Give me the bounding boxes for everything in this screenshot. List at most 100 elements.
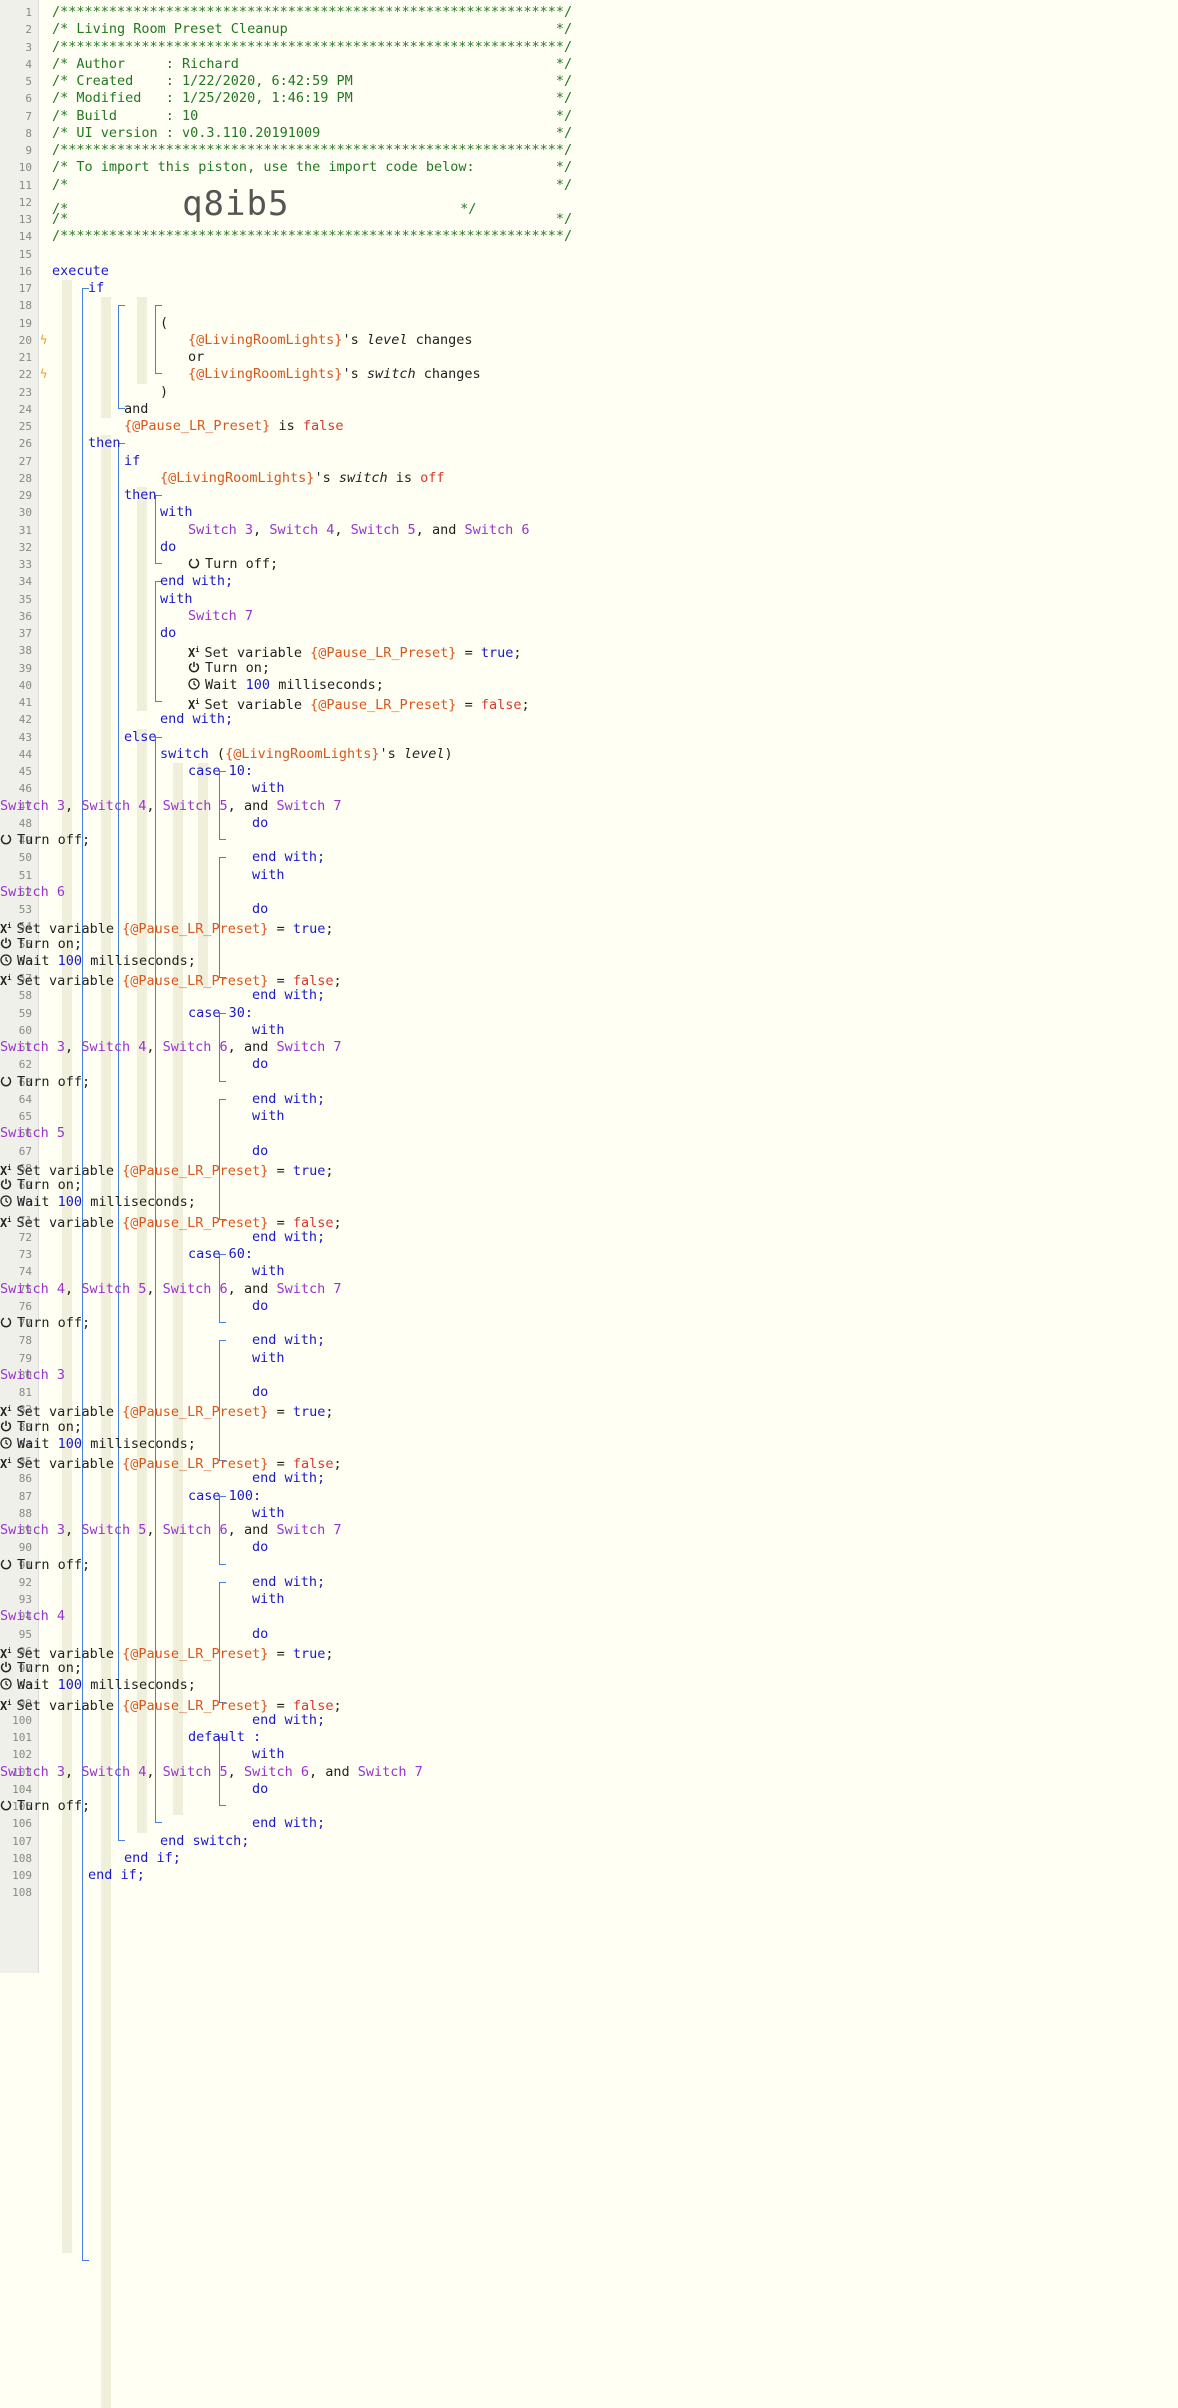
- token-text-and_word: and: [243, 1280, 269, 1297]
- power-on-icon: [0, 937, 12, 949]
- token-attributes-switch: switch: [338, 469, 388, 486]
- token-header_lines-7: /* UI version : v0.3.110.20191009 */: [52, 124, 573, 141]
- token-variables-pause: {@Pause_LR_Preset}: [122, 1214, 269, 1231]
- line-number: 100: [12, 1713, 32, 1727]
- code-line: 10 /* To import this piston, use the impo…: [0, 159, 1178, 176]
- token-keywords-do: do: [160, 625, 177, 641]
- token-keywords-paren_open: (: [216, 745, 226, 762]
- token-text-turn_off: Turn off;: [17, 1798, 91, 1814]
- line-number: 25: [18, 420, 32, 433]
- token-text-comma: ,: [65, 1039, 74, 1055]
- token-then_off_devices-0: Switch 3: [188, 521, 254, 538]
- token-text-set_variable: Set variable: [16, 1456, 114, 1472]
- token-keywords-with: with: [252, 1021, 285, 1038]
- token-text-set_variable: Set variable: [204, 697, 302, 713]
- power-off-icon: [0, 1075, 12, 1087]
- token-cases-0-off_devices-1: Switch 4: [81, 797, 147, 814]
- line-number: 10: [18, 161, 32, 175]
- line-number: 44: [18, 747, 32, 761]
- token-header_lines-5: /* Modified : 1/25/2020, 1:46:19 PM */: [52, 90, 573, 107]
- line-number: 74: [18, 1265, 32, 1279]
- line-number: 57: [18, 972, 32, 985]
- token-attributes-switch: switch: [366, 366, 416, 383]
- code-line-content: with: [160, 504, 193, 521]
- code-line-content: Wait 100 milliseconds;: [0, 1677, 196, 1694]
- token-variables-pause: {@Pause_LR_Preset}: [122, 1645, 269, 1662]
- line-number: 36: [18, 609, 32, 623]
- line-number: 56: [18, 954, 32, 968]
- token-keywords-end_if: end if;: [124, 1849, 181, 1866]
- code-line-content: end if;: [124, 1850, 181, 1867]
- block-bracket: [219, 1581, 226, 1703]
- token-values-true: true: [292, 1404, 326, 1421]
- token-cases-2-off_devices-0: Switch 4: [0, 1280, 66, 1297]
- token-cases-3-label: case 100:: [188, 1487, 262, 1504]
- token-text-eq: =: [276, 973, 285, 989]
- token-keywords-if: if: [124, 452, 141, 469]
- token-default_devices-4: Switch 7: [357, 1763, 423, 1780]
- indent-guide: [173, 763, 183, 1816]
- token-then_off_devices-2: Switch 5: [350, 521, 416, 538]
- code-line-content: /***************************************…: [52, 142, 572, 159]
- code-line-content: end with;: [252, 1574, 325, 1591]
- line-number: 30: [18, 506, 32, 520]
- token-default_devices-3: Switch 6: [243, 1763, 309, 1780]
- token-text-comma: ,: [146, 1039, 155, 1055]
- token-header_lines-2: /***************************************…: [52, 38, 573, 55]
- token-values-true: true: [292, 1645, 326, 1662]
- token-keywords-do: do: [252, 1625, 269, 1642]
- token-cases-1-off_devices-2: Switch 6: [162, 1039, 228, 1055]
- code-line: 14/*************************************…: [0, 228, 1178, 245]
- token-keywords-with: with: [252, 1108, 285, 1124]
- line-number: 19: [18, 316, 32, 330]
- token-text-turn_off: Turn off;: [17, 1315, 91, 1331]
- token-values-false: false: [292, 1456, 334, 1472]
- token-keywords-do: do: [252, 1056, 269, 1073]
- token-cases-3-on_device: Switch 4: [0, 1608, 66, 1625]
- line-number: 105: [12, 1800, 32, 1813]
- line-number: 72: [18, 1230, 32, 1244]
- line-number: 49: [18, 834, 32, 847]
- token-attributes-level: level: [366, 331, 408, 348]
- line-number: 8: [25, 126, 32, 140]
- token-text-semicolon: ;: [325, 1645, 334, 1662]
- token-cases-2-off_devices-2: Switch 6: [162, 1280, 228, 1297]
- code-line-content: /* q8ib5 */: [52, 187, 476, 221]
- code-line-content: do: [252, 1298, 268, 1315]
- code-line-content: Wait 100 milliseconds;: [0, 953, 196, 970]
- code-line-content: /* UI version : v0.3.110.20191009 */: [52, 125, 572, 142]
- line-number: 23: [18, 385, 32, 399]
- token-keywords-with: with: [252, 866, 285, 883]
- token-keywords-else: else: [124, 728, 157, 745]
- code-line-content: ): [160, 384, 168, 401]
- line-number: 43: [18, 730, 32, 744]
- token-text-semicolon: ;: [333, 973, 342, 989]
- line-number: 21: [18, 351, 32, 364]
- token-header_lines-9: /* To import this piston, use the import…: [52, 159, 573, 176]
- token-text-eq: =: [464, 697, 473, 713]
- code-line: 8 /* UI version : v0.3.110.20191009 */: [0, 125, 1178, 142]
- token-text-eq: =: [276, 1214, 285, 1231]
- line-number: 81: [18, 1386, 32, 1399]
- code-line-content: Wait 100 milliseconds;: [0, 1194, 196, 1211]
- token-text-set_variable: Set variable: [16, 1162, 114, 1179]
- block-bracket: [219, 1495, 226, 1565]
- token-keywords-do: do: [252, 1539, 269, 1556]
